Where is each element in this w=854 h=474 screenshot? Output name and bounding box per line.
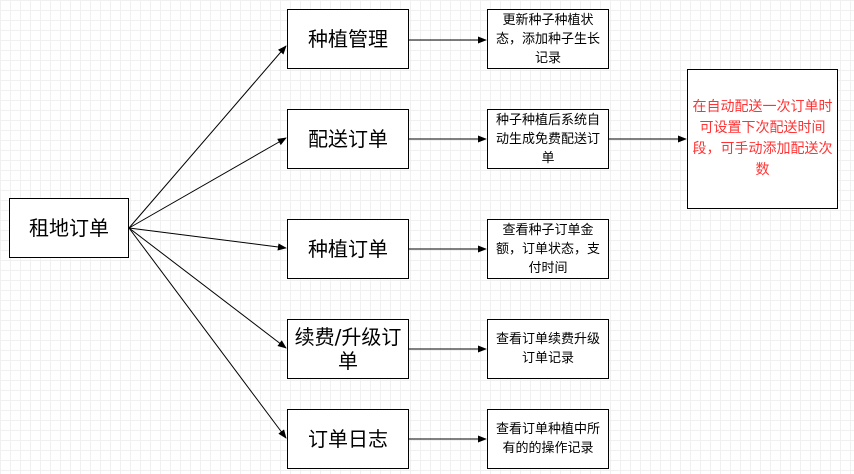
edge-root-order-log — [128, 227, 287, 439]
order-log-node: 订单日志 — [287, 409, 409, 469]
renew-upgrade-desc-node: 查看订单续费升级订单记录 — [487, 319, 609, 379]
planting-mgmt-desc-node: 更新种子种植状态，添加种子生长记录 — [487, 9, 609, 69]
edge-root-planting-order — [128, 227, 287, 251]
renew-upgrade-node: 续费/升级订单 — [287, 319, 409, 379]
delivery-order-node: 配送订单 — [287, 109, 409, 169]
root-node: 租地订单 — [9, 198, 129, 258]
edge-root-planting-mgmt — [128, 45, 287, 229]
delivery-order-label: 配送订单 — [308, 127, 388, 151]
delivery-note-node: 在自动配送一次订单时可设置下次配送时间段，可手动添加配送次数 — [687, 69, 838, 209]
delivery-order-desc-node: 种子种植后系统自动生成免费配送订单 — [487, 109, 609, 169]
order-log-desc-text: 查看订单种植中所有的的操作记录 — [495, 422, 600, 456]
planting-order-label: 种植订单 — [308, 237, 388, 261]
renew-upgrade-desc-text: 查看订单续费升级订单记录 — [495, 332, 600, 366]
order-log-label: 订单日志 — [308, 427, 388, 451]
delivery-note-text: 在自动配送一次订单时可设置下次配送时间段，可手动添加配送次数 — [692, 99, 833, 178]
edge-root-renew-upgrade — [128, 227, 287, 349]
root-node-label: 租地订单 — [29, 216, 109, 240]
order-log-desc-node: 查看订单种植中所有的的操作记录 — [487, 409, 609, 469]
renew-upgrade-label: 续费/升级订单 — [294, 325, 402, 373]
planting-mgmt-node: 种植管理 — [287, 9, 409, 69]
planting-mgmt-desc-text: 更新种子种植状态，添加种子生长记录 — [495, 12, 600, 66]
planting-order-desc-node: 查看种子订单金额，订单状态，支付时间 — [487, 219, 609, 279]
delivery-order-desc-text: 种子种植后系统自动生成免费配送订单 — [495, 112, 600, 166]
edge-root-delivery-order — [128, 137, 287, 229]
planting-mgmt-label: 种植管理 — [308, 27, 388, 51]
planting-order-node: 种植订单 — [287, 219, 409, 279]
planting-order-desc-text: 查看种子订单金额，订单状态，支付时间 — [495, 222, 600, 276]
